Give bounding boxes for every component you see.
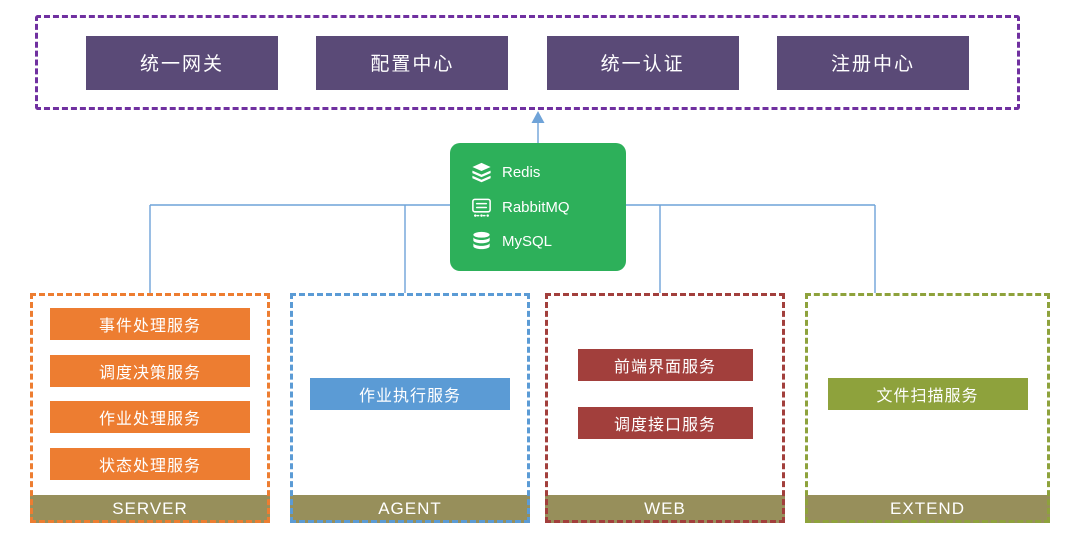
group-web: 前端界面服务 调度接口服务 WEB	[545, 293, 785, 523]
group-extend-content: 文件扫描服务	[805, 293, 1050, 495]
redis-icon	[472, 162, 491, 183]
group-label: EXTEND	[805, 495, 1050, 523]
service-box: 调度决策服务	[50, 354, 250, 387]
middleware-label: RabbitMQ	[502, 198, 570, 216]
rabbitmq-icon	[472, 198, 491, 217]
platform-box-registry: 注册中心	[776, 35, 969, 90]
middleware-item-mysql: MySQL	[470, 230, 620, 253]
service-box: 文件扫描服务	[827, 378, 1028, 410]
group-agent: 作业执行服务 AGENT	[290, 293, 530, 523]
platform-box-gateway: 统一网关	[86, 35, 278, 90]
mysql-icon	[473, 232, 490, 250]
service-box: 作业处理服务	[50, 401, 250, 434]
group-web-content: 前端界面服务 调度接口服务	[545, 293, 785, 495]
platform-box-config-center: 配置中心	[316, 35, 509, 90]
service-box: 前端界面服务	[577, 349, 753, 381]
middleware-label: Redis	[502, 163, 541, 181]
middleware-label: MySQL	[502, 233, 553, 251]
group-label: AGENT	[290, 495, 530, 523]
middleware-box: Redis RabbitMQ My	[450, 143, 626, 271]
service-box: 调度接口服务	[577, 407, 753, 439]
group-agent-content: 作业执行服务	[290, 293, 530, 495]
platform-box-auth: 统一认证	[546, 35, 739, 90]
service-box: 作业执行服务	[310, 378, 510, 410]
group-label: WEB	[545, 495, 785, 523]
service-box: 状态处理服务	[50, 448, 250, 481]
middleware-item-redis: Redis	[470, 161, 620, 184]
middleware-item-rabbitmq: RabbitMQ	[470, 196, 620, 219]
group-extend: 文件扫描服务 EXTEND	[805, 293, 1050, 523]
group-server-content: 事件处理服务 调度决策服务 作业处理服务 状态处理服务	[30, 293, 270, 495]
up-arrow-head	[531, 111, 545, 123]
group-server: 事件处理服务 调度决策服务 作业处理服务 状态处理服务 SERVER	[30, 293, 270, 523]
group-label: SERVER	[30, 495, 270, 523]
service-box: 事件处理服务	[50, 307, 250, 340]
platform-layer-group: 统一网关 配置中心 统一认证 注册中心	[35, 15, 1020, 110]
